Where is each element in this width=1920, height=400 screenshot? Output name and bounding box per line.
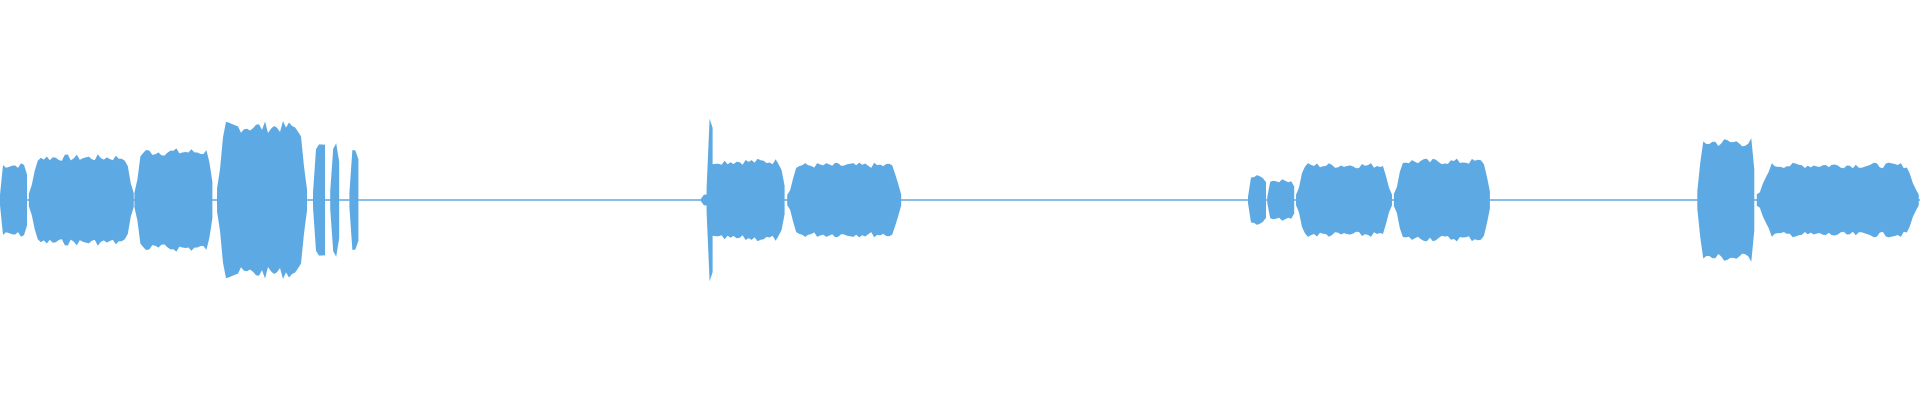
waveform-segment-13 (1296, 163, 1392, 237)
waveform-segment-14 (1393, 158, 1490, 242)
waveform-segment-0 (0, 163, 27, 237)
waveform-segment-2 (134, 148, 213, 252)
waveform-segment-16 (1756, 162, 1919, 238)
waveform-segment-4 (313, 144, 325, 256)
waveform-segment-1 (28, 154, 134, 246)
waveform-segment-10 (787, 162, 902, 238)
waveform-segment-15 (1697, 138, 1755, 262)
waveform-segment-3 (217, 121, 307, 279)
waveform-segment-11 (1248, 175, 1266, 225)
waveform-segment-9 (706, 158, 785, 242)
waveform-segment-12 (1267, 179, 1295, 221)
waveform-segment-5 (330, 143, 340, 257)
waveform-segment-6 (349, 150, 359, 250)
